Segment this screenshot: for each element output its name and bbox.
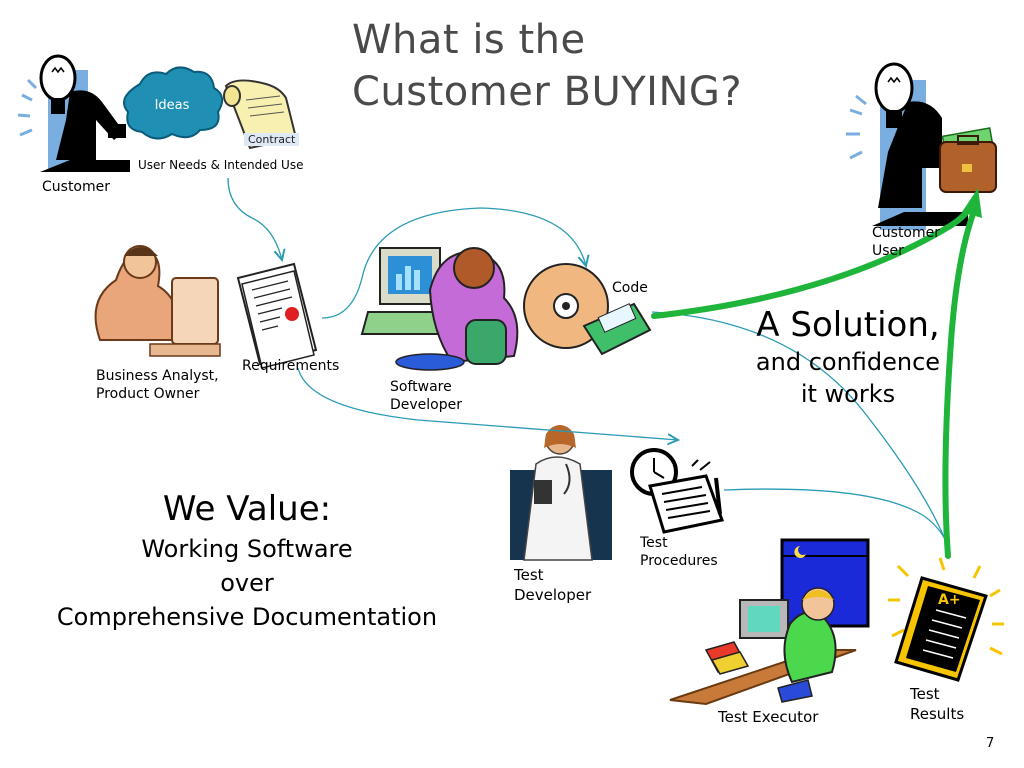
customer-user-line-2: User	[872, 243, 904, 259]
business-analyst-line-1: Business Analyst,	[96, 368, 219, 384]
page-number: 7	[986, 736, 995, 751]
requirements-to-code-arrow	[321, 207, 586, 319]
customer-user-figure-icon	[846, 62, 968, 230]
solution-line-2: and confidence	[755, 348, 941, 376]
business-analyst-label: Business Analyst, Product Owner	[96, 367, 219, 403]
user-needs-label: User Needs & Intended Use	[138, 158, 304, 172]
grade-text: A+	[938, 592, 961, 608]
solution-line-1: A Solution,	[756, 305, 940, 345]
title-line-2: Customer BUYING?	[352, 69, 743, 115]
we-value-line-3: Comprehensive Documentation	[56, 603, 438, 631]
requirements-label: Requirements	[242, 358, 340, 374]
customer-user-line-1: Customer	[872, 225, 941, 241]
customer-user-label: Customer User	[872, 224, 940, 260]
we-value-heading: We Value:	[162, 489, 332, 529]
title-line-1: What is the	[352, 17, 586, 63]
ideas-label: Ideas	[154, 98, 190, 113]
test-executor-icon	[669, 538, 870, 706]
we-value-line-1: Working Software	[141, 535, 353, 563]
test-developer-icon	[510, 425, 612, 561]
customer-label: Customer	[42, 179, 111, 195]
contract-scroll-icon	[223, 79, 298, 150]
test-developer-label: Test Developer	[514, 565, 591, 605]
we-value-line-2: over	[220, 569, 274, 597]
code-cd-icon	[523, 263, 652, 356]
procedures-to-test-results-line	[723, 488, 951, 553]
green-arrowhead	[962, 188, 982, 218]
software-developer-icon	[360, 247, 519, 371]
code-to-customer-user-arrow	[651, 199, 977, 319]
code-label: Code	[612, 280, 648, 296]
test-results-line-1: Test	[910, 685, 940, 703]
software-developer-label: Software Developer	[390, 378, 462, 414]
test-procedures-label: Test Procedures	[640, 534, 718, 570]
business-analyst-line-2: Product Owner	[96, 386, 200, 402]
software-developer-line-2: Developer	[390, 397, 463, 413]
business-analyst-icon	[94, 245, 221, 357]
slide-title: What is the Customer BUYING?	[352, 14, 742, 118]
we-value-text: We Value: Working Software over Comprehe…	[20, 486, 474, 634]
test-developer-line-2: Developer	[514, 586, 592, 604]
code-to-test-results-line	[651, 311, 951, 553]
test-procedures-icon	[630, 448, 725, 534]
test-procedures-line-1: Test	[640, 535, 668, 551]
money-briefcase-icon	[939, 127, 997, 193]
requirements-document-icon	[236, 262, 318, 369]
contract-label: Contract	[244, 133, 300, 146]
test-results-to-customer-user-arrow	[942, 203, 979, 559]
customer-figure-icon	[17, 54, 130, 172]
test-procedures-line-2: Procedures	[640, 553, 718, 569]
needs-to-requirements-arrow	[227, 177, 282, 260]
software-developer-line-1: Software	[390, 379, 452, 395]
test-executor-label: Test Executor	[718, 708, 819, 726]
flow-connectors	[227, 177, 951, 553]
solution-text: A Solution, and confidence it works	[700, 304, 996, 410]
test-developer-line-1: Test	[514, 566, 544, 584]
solution-arrows	[651, 199, 979, 559]
test-results-label: Test Results	[910, 684, 964, 724]
test-results-line-2: Results	[910, 705, 965, 723]
solution-line-3: it works	[800, 380, 896, 408]
requirements-to-test-procedures-arrow	[297, 367, 678, 440]
ideas-cloud-icon	[123, 66, 224, 140]
test-results-icon	[888, 557, 1004, 682]
